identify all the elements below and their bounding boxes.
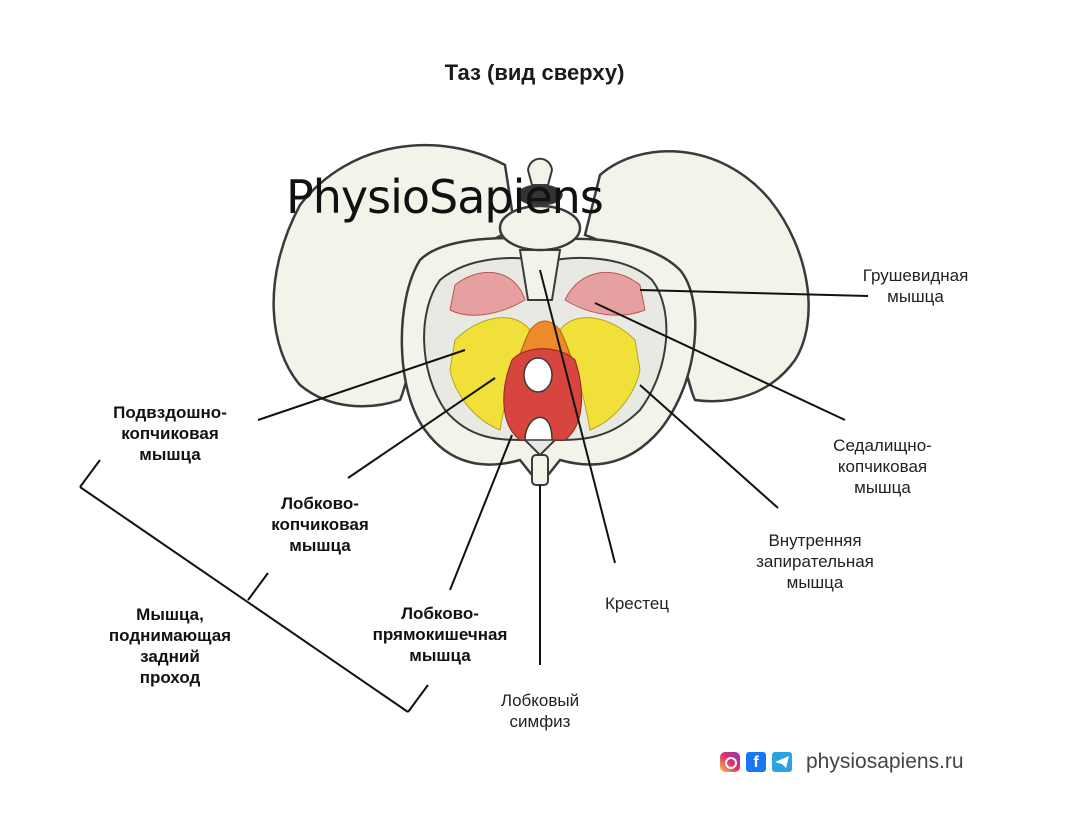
telegram-icon[interactable]	[772, 752, 792, 772]
sacrum-label: Крестец	[604, 594, 670, 613]
site-link[interactable]: physiosapiens.ru	[806, 750, 964, 773]
instagram-icon[interactable]	[720, 752, 740, 772]
footer: f physiosapiens.ru	[720, 750, 964, 774]
page-title: Таз (вид сверху)	[444, 60, 625, 85]
spinous-process	[526, 157, 554, 186]
rectum-opening	[523, 357, 553, 393]
leader-lines	[79, 269, 869, 713]
facebook-icon[interactable]: f	[746, 752, 766, 772]
piriformis-left	[449, 272, 526, 316]
logo: PhysioSapiens	[286, 170, 604, 224]
pubic-symphysis	[531, 454, 549, 486]
piriformis-right	[564, 272, 646, 316]
urogenital-opening	[524, 416, 553, 441]
sacrum	[518, 249, 562, 301]
puborectalis	[503, 348, 583, 441]
vertebra-body	[498, 204, 582, 252]
